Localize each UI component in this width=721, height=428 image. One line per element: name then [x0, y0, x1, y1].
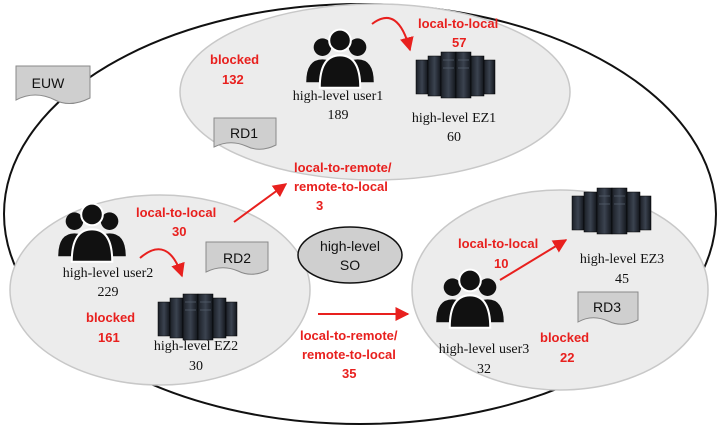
rd3-ez-value: 45 — [615, 272, 629, 287]
rd1-local-arrow — [371, 17, 414, 52]
rd3-region — [411, 189, 709, 391]
rd1-region — [179, 3, 571, 181]
rd1-blocked-value: 132 — [222, 72, 244, 87]
rd1-flag-icon — [213, 117, 277, 150]
rd3-user-value: 32 — [477, 362, 491, 377]
rd3-ez-icon — [571, 187, 652, 235]
rd3-flag-label: RD3 — [593, 299, 621, 315]
rd3-local-arrow — [499, 239, 568, 281]
rd3-ez-label: high-level EZ3 — [580, 252, 664, 267]
rd2-local-arrow — [139, 248, 185, 278]
rd2-ez-icon — [157, 293, 238, 341]
rd2-flag-icon — [205, 241, 269, 275]
so-label-line1: high-level — [320, 238, 380, 254]
rd1-ez-label: high-level EZ1 — [412, 111, 496, 126]
rd1-ez-value: 60 — [447, 130, 461, 145]
rd2-flag-label: RD2 — [223, 250, 251, 266]
rd1-ez-icon — [415, 51, 496, 99]
rd3-user-label: high-level user3 — [439, 342, 530, 357]
rd2-local-value: 30 — [172, 224, 186, 239]
so-label-line2: SO — [340, 257, 360, 273]
rd2-user-value: 229 — [98, 285, 119, 300]
rd2-blocked-label: blocked — [86, 310, 135, 325]
rd1-local-label: local-to-local — [418, 16, 498, 31]
so-node — [297, 226, 403, 284]
rd2-rd3-label-line2: remote-to-local — [302, 347, 396, 362]
rd2-local-label: local-to-local — [136, 205, 216, 220]
rd2-to-rd1-arrow — [233, 183, 288, 223]
euw-flag-icon — [15, 65, 91, 104]
rd3-blocked-label: blocked — [540, 330, 589, 345]
rd1-blocked-label: blocked — [210, 52, 259, 67]
rd2-rd3-value: 35 — [342, 366, 356, 381]
rd2-ez-label: high-level EZ2 — [154, 339, 238, 354]
rd2-user-label: high-level user2 — [63, 266, 154, 281]
rd2-rd1-label-line2: remote-to-local — [294, 179, 388, 194]
rd2-region — [9, 194, 311, 386]
rd1-user-label: high-level user1 — [293, 89, 384, 104]
rd1-flag-label: RD1 — [230, 125, 258, 141]
rd2-blocked-value: 161 — [98, 330, 120, 345]
rd3-local-value: 10 — [494, 256, 508, 271]
rd1-user-value: 189 — [328, 108, 349, 123]
rd2-rd1-value: 3 — [316, 198, 323, 213]
rd3-local-label: local-to-local — [458, 236, 538, 251]
rd1-local-value: 57 — [452, 35, 466, 50]
rd2-ez-value: 30 — [189, 359, 203, 374]
rd3-flag-icon — [577, 291, 639, 325]
rd2-rd3-label-line1: local-to-remote/ — [300, 328, 398, 343]
euw-label: EUW — [32, 75, 65, 91]
rd3-blocked-value: 22 — [560, 350, 574, 365]
rd2-rd1-label-line1: local-to-remote/ — [294, 160, 392, 175]
